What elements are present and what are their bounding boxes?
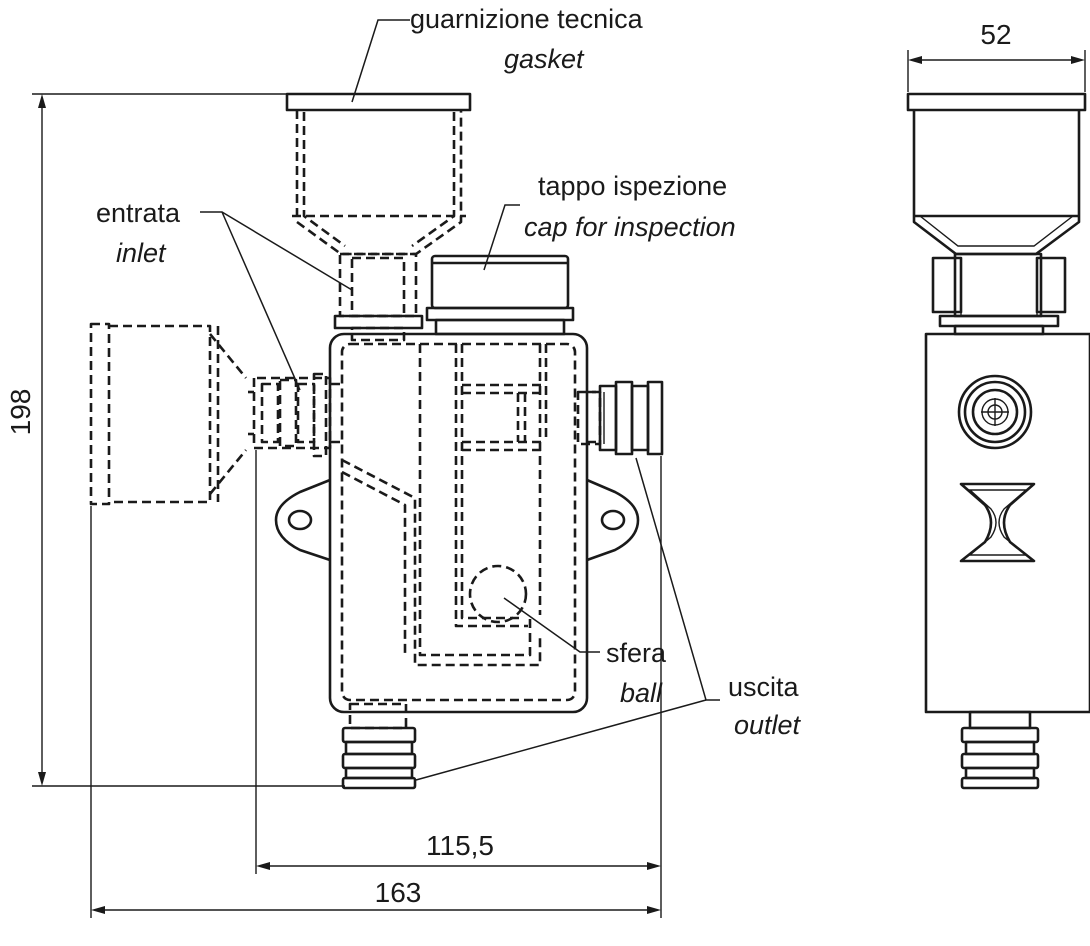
dimension-lines <box>32 50 1086 918</box>
dim-width-163: 163 <box>375 877 422 908</box>
cap-label-en: cap for inspection <box>524 212 736 242</box>
mounting-ears <box>274 478 640 562</box>
right-outlet-connector <box>576 380 664 456</box>
side-view <box>906 92 1090 790</box>
front-view <box>89 92 664 790</box>
leader-lines <box>200 19 720 781</box>
inlet-label-it: entrata <box>96 198 181 228</box>
gasket-label-en: gasket <box>504 44 585 74</box>
ball <box>468 564 528 624</box>
dim-height-198: 198 <box>5 389 36 436</box>
inspection-cap <box>425 254 575 336</box>
cap-target-icon <box>957 374 1033 450</box>
bottom-outlet-connector <box>341 702 417 790</box>
left-inlet-connector <box>89 322 340 506</box>
ball-label-en: ball <box>620 678 663 708</box>
gasket-funnel <box>285 92 472 256</box>
bracket-slot-icon <box>959 482 1036 563</box>
inlet-label-en: inlet <box>116 238 167 268</box>
outlet-label-en: outlet <box>734 710 802 740</box>
cap-label-it: tappo ispezione <box>538 171 727 201</box>
callout-labels: guarnizione tecnica gasket tappo ispezio… <box>96 4 802 740</box>
gasket-label-it: guarnizione tecnica <box>410 4 644 34</box>
dim-depth-52: 52 <box>980 19 1011 50</box>
ball-label-it: sfera <box>606 638 667 668</box>
main-body <box>328 332 589 714</box>
dimension-labels: 198 52 115,5 163 <box>5 19 1012 908</box>
dim-width-115-5: 115,5 <box>426 830 494 861</box>
top-inlet-connector <box>333 252 424 342</box>
outlet-label-it: uscita <box>728 672 800 702</box>
